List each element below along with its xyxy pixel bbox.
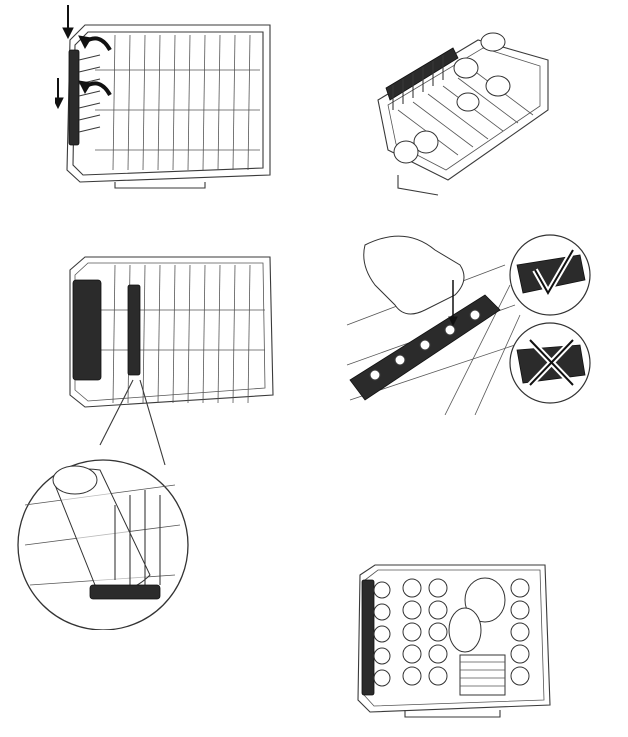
figure-loaded-rack <box>350 560 555 720</box>
hand-insert-illustration <box>346 234 591 415</box>
figure-rack-flaps <box>55 0 280 190</box>
rack-illustration <box>55 5 271 189</box>
down-arrow-icon <box>448 280 458 327</box>
cup-rack-illustration <box>377 32 549 196</box>
figure-hand-insert <box>345 225 595 415</box>
figure-rack-glass-holder <box>15 255 280 630</box>
cross-mark-icon <box>527 337 576 388</box>
check-mark-icon <box>532 248 576 300</box>
down-arrow-icon <box>55 78 64 110</box>
curved-arrow-icon <box>78 80 112 97</box>
curved-arrow-icon <box>78 35 112 52</box>
down-arrow-icon <box>62 5 74 40</box>
loaded-rack-illustration <box>357 564 551 718</box>
rack-holder-illustration <box>17 256 274 630</box>
figure-cup-rack <box>368 20 558 200</box>
